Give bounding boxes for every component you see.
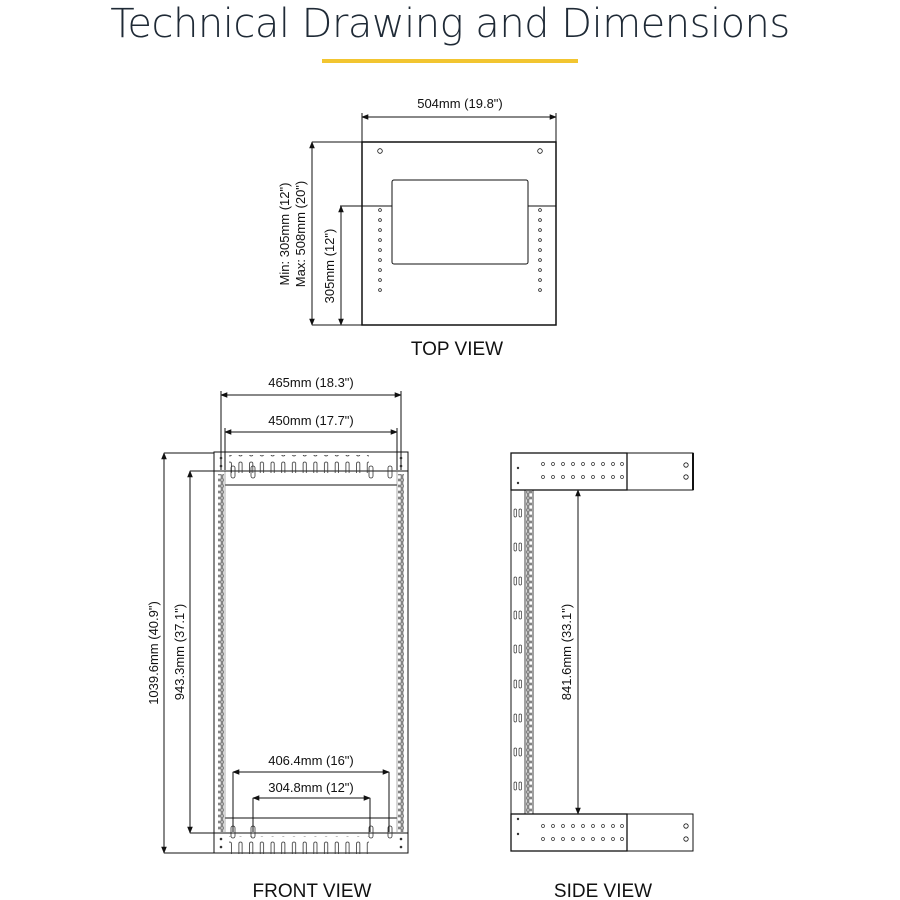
side-rail-height-dimension: 841.6mm (33.1") — [559, 604, 574, 700]
top-depth-max-dimension: Max: 508mm (20") — [293, 181, 308, 287]
page-title: Technical Drawing and Dimensions — [110, 1, 790, 47]
top-view-label: TOP VIEW — [411, 339, 503, 360]
front-inner-height-dimension: 943.3mm (37.1") — [172, 604, 187, 700]
front-mount-outer-dimension: 406.4mm (16") — [268, 753, 354, 768]
top-view: 504mm (19.8") Min: 305mm (12") Max: 508m… — [277, 96, 557, 360]
side-view: 841.6mm (33.1") SIDE VIEW — [510, 452, 694, 900]
top-depth-min-dimension: Min: 305mm (12") — [277, 183, 292, 286]
top-width-dimension: 504mm (19.8") — [417, 96, 503, 111]
front-mount-inner-dimension: 304.8mm (12") — [268, 780, 354, 795]
front-view-label: FRONT VIEW — [253, 881, 372, 900]
top-depth-fixed-dimension: 305mm (12") — [322, 229, 337, 304]
front-inner-width-dimension: 450mm (17.7") — [268, 413, 354, 428]
front-total-height-dimension: 1039.6mm (40.9") — [146, 601, 161, 705]
side-view-label: SIDE VIEW — [554, 881, 652, 900]
title-accent-underline — [322, 59, 578, 63]
front-view: 465mm (18.3") 450mm (17.7") — [146, 375, 409, 900]
front-outer-width-dimension: 465mm (18.3") — [268, 375, 354, 390]
